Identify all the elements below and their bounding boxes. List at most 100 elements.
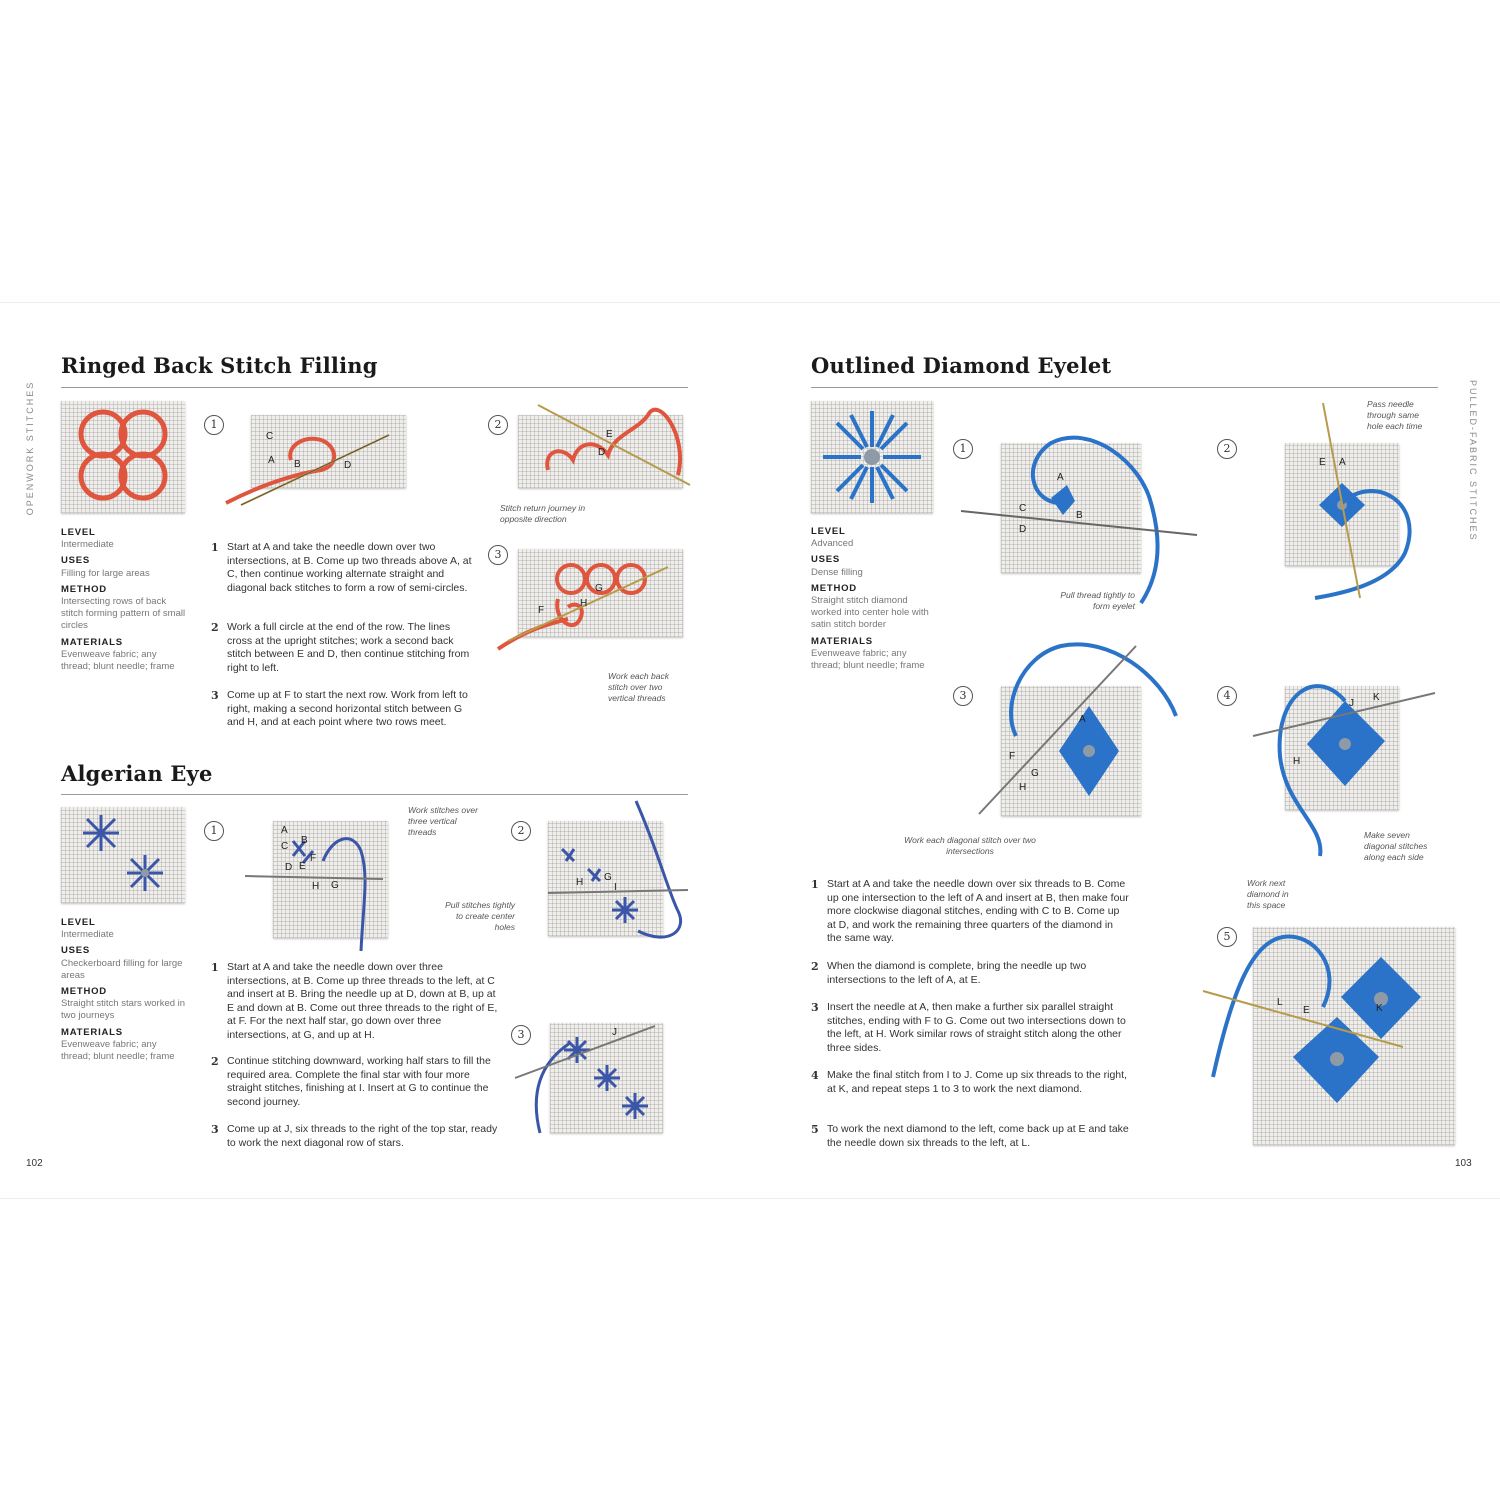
step-number: 3 [211, 689, 219, 702]
note-back-stitch-threads: Work each back stitch over two vertical … [608, 671, 669, 703]
label-E: E [299, 861, 306, 872]
label-G: G [1031, 768, 1039, 779]
ringed-fig1-image: C A B D [225, 415, 406, 506]
step-1: 1 Start at A and take the needle down ov… [211, 961, 501, 1043]
label-D: D [598, 447, 605, 458]
ringed-swatch-art [78, 409, 168, 501]
step-1: 1 Start at A and take the needle down ov… [811, 878, 1129, 946]
uses-label: USES [811, 554, 841, 566]
step-number: 2 [211, 1055, 219, 1068]
label-H: H [312, 881, 319, 892]
step-number: 5 [811, 1123, 819, 1136]
step-number: 1 [211, 961, 219, 974]
algerian-swatch-image [61, 807, 185, 903]
step-text: Make the final stitch from I to J. Come … [827, 1069, 1127, 1095]
label-E: E [1319, 457, 1326, 468]
label-C: C [281, 841, 288, 852]
step-number: 3 [211, 1123, 219, 1136]
materials-value: Evenweave fabric; any thread; blunt need… [61, 648, 175, 673]
figure-badge: 2 [511, 821, 531, 841]
diamond-swatch-image [811, 401, 933, 513]
label-A: A [281, 825, 288, 836]
note-diagonal-stitch: Work each diagonal stitch over two inter… [904, 835, 1036, 856]
note-pass-needle: Pass needle through same hole each time [1367, 399, 1423, 431]
title-rule [61, 794, 688, 795]
algerian-fig3-art: J [514, 1025, 656, 1134]
step-text: Continue stitching downward, working hal… [227, 1055, 491, 1108]
label-I: I [614, 882, 617, 893]
diamond-fig4-image: J K H [1252, 684, 1436, 857]
step-number: 2 [811, 960, 819, 973]
note-three-vertical-threads: Work stitches over three vertical thread… [408, 805, 478, 837]
label-C: C [266, 431, 273, 442]
uses-value: Filling for large areas [61, 567, 150, 579]
label-G: G [331, 880, 339, 891]
step-text: Work a full circle at the end of the row… [227, 621, 470, 674]
diamond-fig2-art: E A [1314, 402, 1412, 600]
step-5: 5 To work the next diamond to the left, … [811, 1123, 1129, 1150]
label-D: D [344, 460, 351, 471]
ringed-swatch-image [61, 401, 185, 513]
diamond-fig4-art: J K H [1252, 684, 1436, 857]
uses-label: USES [61, 555, 91, 567]
figure-badge: 1 [204, 415, 224, 435]
level-label: LEVEL [61, 917, 96, 928]
label-D: D [1019, 524, 1026, 535]
right-side-tab: PULLED-FABRIC STITCHES [1468, 380, 1478, 542]
step-text: Come up at F to start the next row. Work… [227, 689, 468, 729]
page-number-right: 103 [1455, 1158, 1472, 1169]
step-2: 2 Continue stitching downward, working h… [211, 1055, 501, 1109]
algerian-fig2-art: H G I [547, 800, 689, 939]
ringed-fig3-art: F G H [496, 563, 669, 651]
materials-value: Evenweave fabric; any thread; blunt need… [811, 647, 925, 672]
label-A: A [1339, 457, 1346, 468]
level-label: LEVEL [811, 526, 846, 537]
method-label: METHOD [61, 583, 107, 595]
figure-badge: 4 [1217, 686, 1237, 706]
label-A: A [1079, 714, 1086, 725]
page-number-left: 102 [26, 1158, 43, 1169]
method-label: METHOD [61, 986, 107, 998]
step-2: 2 When the diamond is complete, bring th… [811, 960, 1129, 987]
step-text: Come up at J, six threads to the right o… [227, 1123, 498, 1149]
step-number: 1 [811, 878, 819, 891]
diamond-swatch-art [823, 411, 921, 503]
figure-badge: 2 [1217, 439, 1237, 459]
step-text: When the diamond is complete, bring the … [827, 960, 1087, 986]
algerian-fig3-image: J [514, 1023, 663, 1134]
label-H: H [580, 598, 587, 609]
left-side-tab: OPENWORK STITCHES [25, 380, 35, 516]
note-pull-stitches: Pull stitches tightly to create center h… [445, 900, 515, 932]
label-K: K [1373, 692, 1380, 703]
label-H: H [1293, 756, 1300, 767]
uses-value: Dense filling [811, 566, 863, 578]
uses-label: USES [61, 945, 91, 957]
materials-label: MATERIALS [61, 636, 123, 648]
materials-label: MATERIALS [811, 635, 873, 647]
label-L: L [1277, 997, 1283, 1008]
level-value: Intermediate [61, 539, 114, 551]
book-spread: OPENWORK STITCHES Ringed Back Stitch Fil… [0, 302, 1500, 1199]
label-G: G [595, 583, 603, 594]
step-3: 3 Insert the needle at A, then make a fu… [811, 1001, 1129, 1055]
ringed-fig2-art: E D [537, 404, 691, 486]
step-number: 4 [811, 1069, 819, 1082]
figure-badge: 1 [953, 439, 973, 459]
step-number: 2 [211, 621, 219, 634]
step-2: 2 Work a full circle at the end of the r… [211, 621, 476, 675]
label-E: E [1303, 1005, 1310, 1016]
diamond-fig1-image: A C D B [960, 435, 1198, 605]
label-C: C [1019, 503, 1026, 514]
algerian-info: LEVEL Intermediate USES Checkerboard fil… [61, 913, 186, 1063]
step-number: 1 [211, 541, 219, 554]
method-value: Straight stitch diamond worked into cent… [811, 595, 929, 631]
title-rule [811, 387, 1438, 388]
figure-badge: 2 [488, 415, 508, 435]
figure-badge: 5 [1217, 927, 1237, 947]
ringed-fig3-image: F G H [496, 549, 683, 651]
label-B: B [301, 835, 308, 846]
note-pull-thread: Pull thread tightly to form eyelet [1060, 590, 1135, 611]
level-value: Intermediate [61, 929, 114, 941]
step-3: 3 Come up at F to start the next row. Wo… [211, 689, 476, 730]
step-text: Insert the needle at A, then make a furt… [827, 1001, 1126, 1054]
